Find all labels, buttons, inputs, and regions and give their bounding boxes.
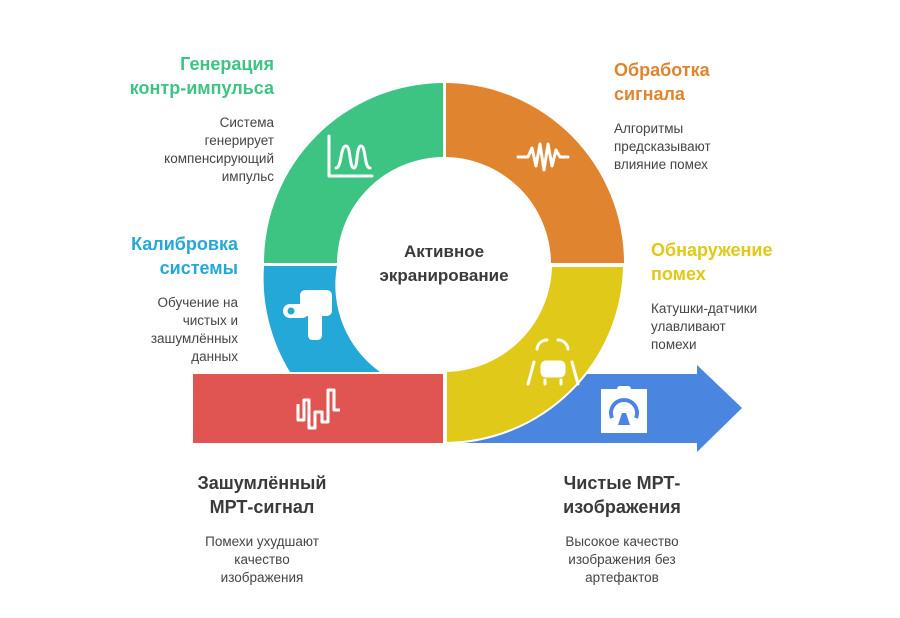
interference-detection-title-line1: Обнаружение <box>651 240 773 260</box>
noise-wave-icon <box>296 388 340 430</box>
counter-pulse-desc-line: генерирует <box>204 133 274 148</box>
calibration-title-line1: Калибровка <box>131 234 238 254</box>
ring-segment-counter-pulse <box>264 83 443 263</box>
calibration-desc-line: зашумлённых <box>150 331 238 346</box>
clean-images-desc-line: артефактов <box>585 570 659 585</box>
signal-processing-desc-line: Алгоритмы <box>614 121 684 136</box>
pulse-chart-icon <box>327 134 374 178</box>
label-clean-images: Чистые МРТ- изображения Высокое качество… <box>522 471 722 587</box>
counter-pulse-desc-line: компенсирующий <box>164 151 274 166</box>
label-calibration: Калибровка системы Обучение на чистых и … <box>60 232 238 366</box>
signal-processing-desc-line: влияние помех <box>614 157 708 172</box>
calibration-tool-icon <box>283 290 332 340</box>
clean-images-title-line1: Чистые МРТ- <box>563 473 681 493</box>
noisy-signal-desc-line: качество <box>234 552 290 567</box>
counter-pulse-title-line1: Генерация <box>180 54 274 74</box>
counter-pulse-title-line2: контр-импульса <box>129 78 274 98</box>
calibration-desc-line: Обучение на <box>157 295 238 310</box>
label-interference-detection: Обнаружение помех Катушки-датчики улавли… <box>651 238 851 354</box>
noisy-signal-desc-line: Помехи ухудшают <box>205 534 319 549</box>
label-noisy-signal: Зашумлённый МРТ-сигнал Помехи ухудшают к… <box>162 471 362 587</box>
clean-images-desc-line: Высокое качество <box>565 534 679 549</box>
ring-segment-interference-detection <box>445 265 626 445</box>
interference-detection-desc-line: улавливают <box>651 319 726 334</box>
noisy-signal-title-line1: Зашумлённый <box>197 473 327 493</box>
interference-detection-title-line2: помех <box>651 264 706 284</box>
noisy-signal-desc-line: изображения <box>220 570 304 585</box>
center-title: Активное экранирование <box>334 240 554 288</box>
noisy-signal-bar <box>193 374 443 443</box>
signal-processing-title-line1: Обработка <box>614 60 710 80</box>
calibration-desc-line: данных <box>191 349 238 364</box>
signal-processing-desc-line: предсказывают <box>614 139 711 154</box>
interference-detection-desc-line: помехи <box>651 337 697 352</box>
calibration-desc-line: чистых и <box>182 313 238 328</box>
mri-scanner-icon <box>601 386 647 433</box>
sensor-car-icon <box>526 338 580 386</box>
label-signal-processing: Обработка сигнала Алгоритмы предсказываю… <box>614 58 834 174</box>
label-counter-pulse: Генерация контр-импульса Система генерир… <box>60 52 274 186</box>
ring-segment-signal-processing <box>446 83 624 263</box>
clean-images-title-line2: изображения <box>563 497 681 517</box>
center-title-line1: Активное <box>403 242 485 261</box>
noisy-signal-title-line2: МРТ-сигнал <box>209 497 315 517</box>
counter-pulse-desc-line: импульс <box>221 169 274 184</box>
clean-images-desc-line: изображения без <box>568 552 676 567</box>
waveform-icon <box>516 142 570 172</box>
calibration-title-line2: системы <box>159 258 238 278</box>
interference-detection-desc-line: Катушки-датчики <box>651 301 758 316</box>
center-title-line2: экранирование <box>379 266 509 285</box>
signal-processing-title-line2: сигнала <box>614 84 685 104</box>
counter-pulse-desc-line: Система <box>219 115 274 130</box>
